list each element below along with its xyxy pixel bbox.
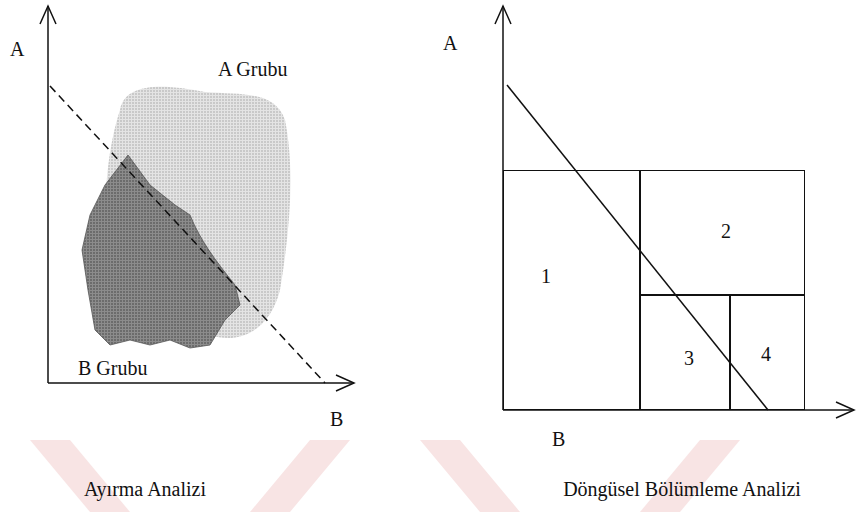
group-b-region	[82, 155, 240, 348]
region-number: 4	[761, 344, 771, 364]
split-line	[507, 85, 768, 410]
discriminant-line	[50, 86, 325, 383]
region-number: 1	[541, 266, 551, 286]
region-box: 3	[640, 295, 730, 410]
region-box: 2	[640, 170, 805, 295]
region-box: 4	[730, 295, 805, 410]
axis-label: B Grubu	[78, 357, 147, 379]
figure-caption: Döngüsel Bölümleme Analizi	[563, 478, 801, 500]
region-number: 2	[721, 221, 731, 241]
region-number: 3	[684, 348, 694, 368]
axes	[40, 6, 354, 391]
axis-label: A	[10, 38, 24, 60]
axis-label: A Grubu	[218, 58, 287, 80]
watermark	[30, 440, 740, 512]
figure-caption: Ayırma Analizi	[84, 478, 206, 500]
axes	[495, 6, 854, 418]
axis-label: B	[552, 428, 565, 450]
axis-label: B	[330, 408, 343, 430]
axis-label: A	[443, 32, 457, 54]
region-box: 1	[503, 170, 640, 410]
